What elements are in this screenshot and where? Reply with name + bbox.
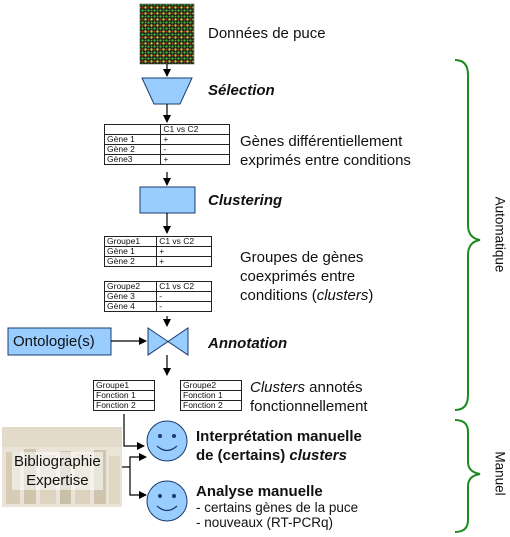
automatique-label: Automatique bbox=[492, 196, 508, 273]
puce-label: Données de puce bbox=[208, 25, 326, 42]
selection-label: Sélection bbox=[208, 82, 275, 99]
bibliographie-label: Bibliographie Expertise bbox=[12, 452, 103, 490]
clusters-label: Groupes de gènes coexprimés entre condit… bbox=[240, 249, 374, 304]
annot-groupe1-table: Groupe1 Fonction 1 Fonction 2 bbox=[93, 380, 155, 411]
diff-genes-table: C1 vs C2 Gène 1+ Gène 2- Gène3+ bbox=[103, 124, 230, 165]
ontologie-label: Ontologie(s) bbox=[13, 333, 95, 350]
interpretation-label: Interprétation manuelle de (certains) cl… bbox=[196, 428, 362, 464]
diff-genes-label: Gènes différentiellement exprimés entre … bbox=[240, 133, 411, 169]
manuel-label: Manuel bbox=[492, 451, 508, 496]
automatique-bracket bbox=[454, 59, 481, 411]
analyse-label: Analyse manuelle - certains gènes de la … bbox=[196, 483, 359, 530]
clustering-label: Clustering bbox=[208, 192, 283, 209]
selection-trapezoid bbox=[141, 77, 193, 105]
clustering-rectangle bbox=[139, 186, 196, 214]
ontologie-box bbox=[7, 327, 112, 356]
annotation-bowtie bbox=[147, 327, 189, 356]
smiley-face-icon bbox=[146, 480, 188, 522]
smiley-face-icon bbox=[146, 420, 188, 462]
annotated-clusters-label: Clusters annotés fonctionnellement bbox=[250, 379, 368, 415]
microarray-image bbox=[139, 3, 195, 65]
manuel-bracket bbox=[454, 419, 481, 533]
annot-groupe2-table: Groupe2 Fonction 1 Fonction 2 bbox=[180, 380, 242, 411]
annotation-label: Annotation bbox=[208, 335, 288, 352]
